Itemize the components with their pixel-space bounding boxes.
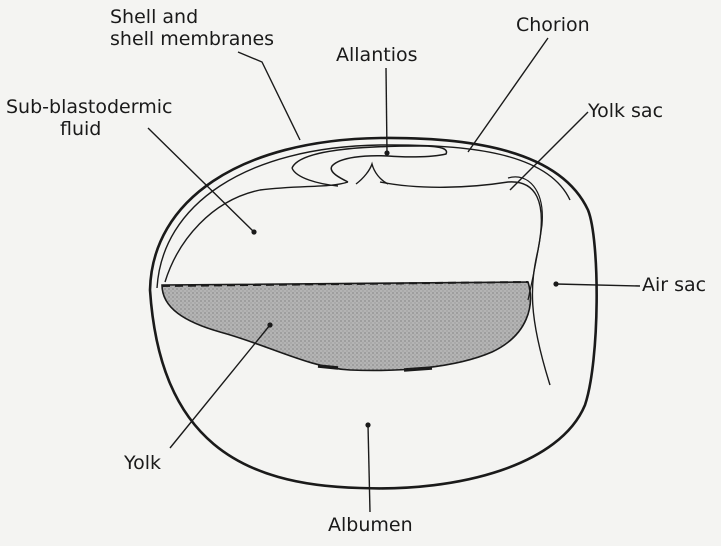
leader-lines [148,38,640,512]
label-yolk-sac: Yolk sac [588,100,663,122]
label-chorion: Chorion [516,14,590,36]
leader-subblasto [148,128,254,232]
leader-air-sac [556,284,640,286]
leader-yolk-sac [510,112,588,190]
dot-allantois [384,150,389,155]
label-shell-line2: shell membranes [110,28,274,50]
label-air-sac: Air sac [642,274,706,296]
label-albumen: Albumen [328,514,413,536]
shell-membrane-inner [157,145,570,288]
dot-air-sac [553,281,558,286]
label-allantois: Allantios [336,44,418,66]
dot-yolk [267,322,272,327]
allantois-notch [356,164,388,184]
leader-yolk [170,325,270,448]
allantois-fold [292,146,447,182]
dot-subblasto [251,229,256,234]
label-yolk: Yolk [124,452,161,474]
leader-chorion [468,38,548,152]
yolk-mass [162,282,530,370]
dot-albumen [365,422,370,427]
leader-shell [238,52,300,140]
label-subblasto-line1: Sub-blastodermic [6,96,172,118]
yolk-edge-mark [404,368,432,370]
label-subblasto-line2: fluid [60,118,101,140]
label-shell-line1: Shell and [110,6,198,28]
yolk-edge-mark [318,366,338,368]
leader-allantois [386,68,387,153]
leader-albumen [368,425,370,512]
